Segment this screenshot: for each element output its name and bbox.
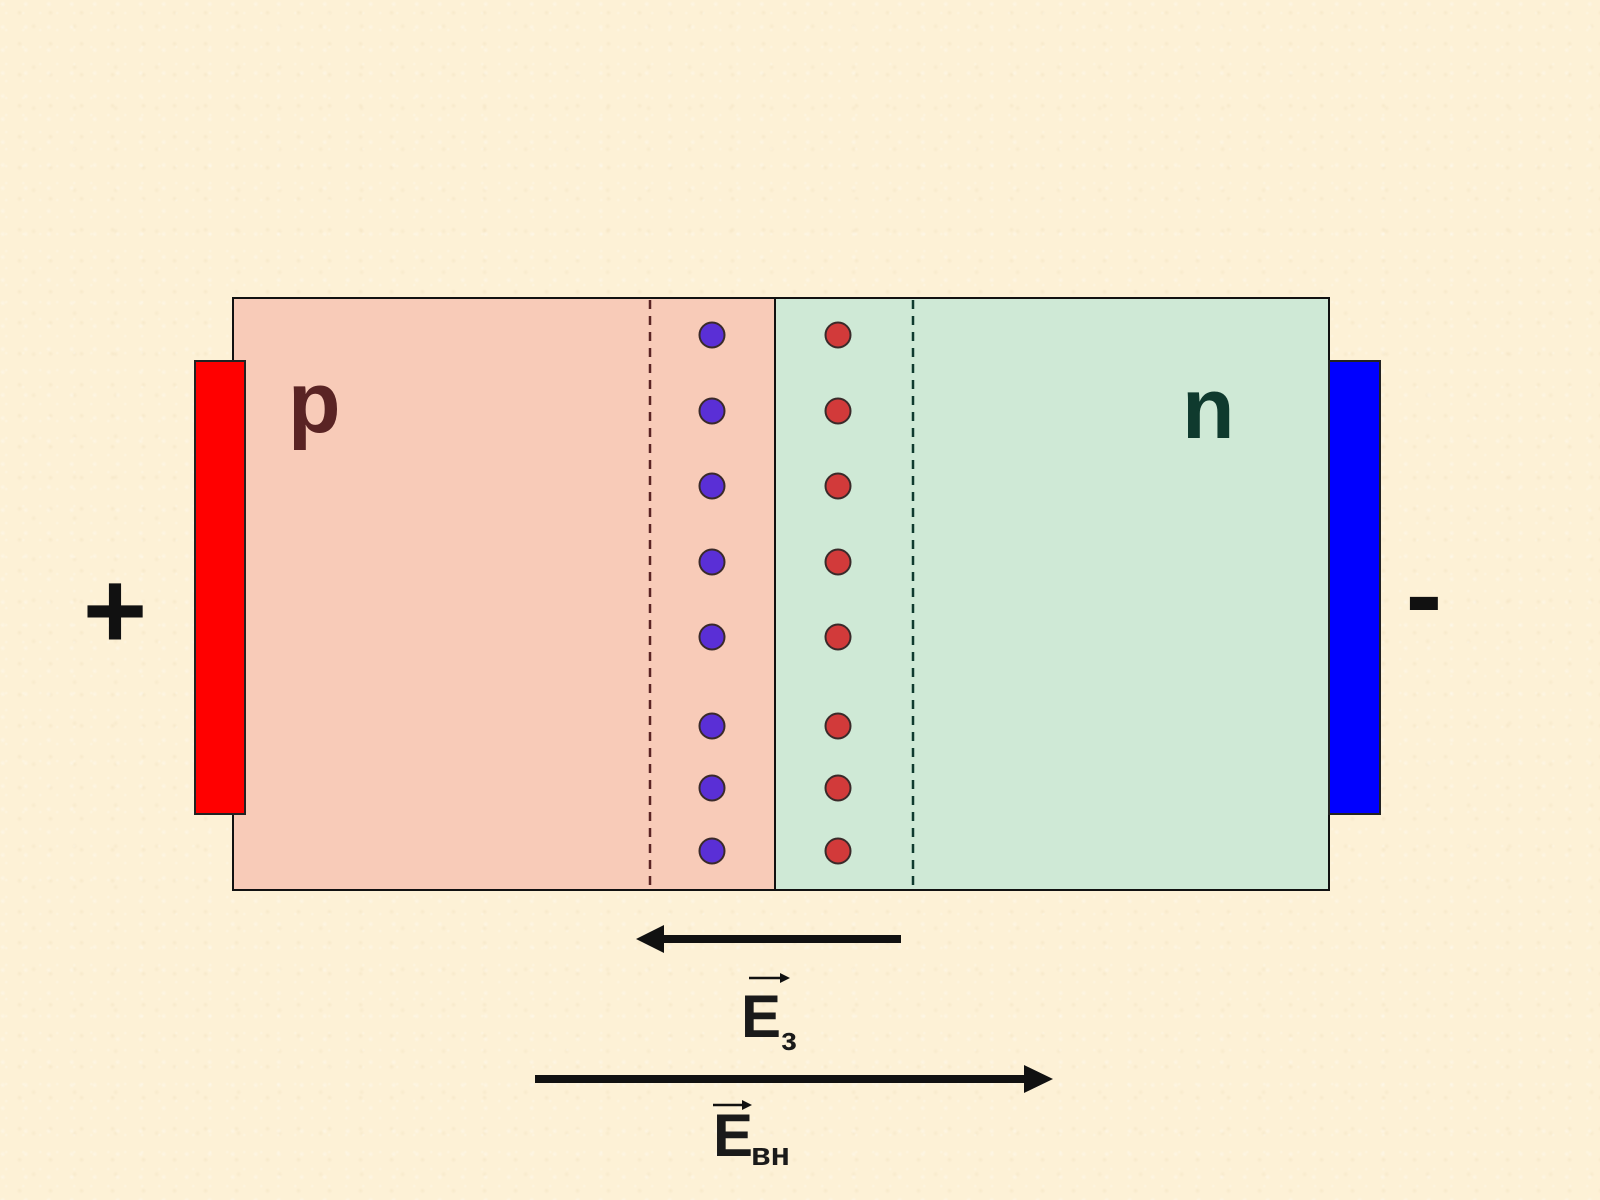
n-side-ion [824,472,852,500]
barrier-field-letter: E [741,983,781,1050]
p-region [233,298,775,890]
p-side-ion [698,712,726,740]
external-field-subscript: вн [751,1136,790,1172]
p-side-ion [698,472,726,500]
p-region-label: p [288,355,341,451]
external-vector-bar-head [742,1100,752,1110]
p-side-ions [698,321,726,865]
p-side-ion [698,623,726,651]
n-region [775,298,1329,890]
n-side-ion [824,712,852,740]
p-side-ion [698,321,726,349]
n-side-ion [824,774,852,802]
n-region-label: n [1182,361,1235,457]
barrier-field-subscript: з [781,1021,797,1057]
n-side-ion [824,623,852,651]
p-side-ion [698,397,726,425]
n-side-ion [824,397,852,425]
positive-terminal-sign: + [83,549,147,672]
barrier-field-label: E з [741,973,797,1057]
p-side-ion [698,774,726,802]
n-side-ions [824,321,852,865]
external-field-arrowhead [1024,1065,1053,1093]
n-side-ion [824,321,852,349]
negative-terminal-sign: - [1406,533,1443,656]
p-side-ion [698,548,726,576]
barrier-vector-bar-head [780,973,790,983]
barrier-field-arrowhead [636,925,664,953]
external-field-letter: E [713,1102,753,1169]
positive-electrode [194,360,246,815]
n-side-ion [824,837,852,865]
external-field-label: E вн [713,1100,790,1172]
n-side-ion [824,548,852,576]
negative-electrode [1328,360,1381,815]
p-side-ion [698,837,726,865]
